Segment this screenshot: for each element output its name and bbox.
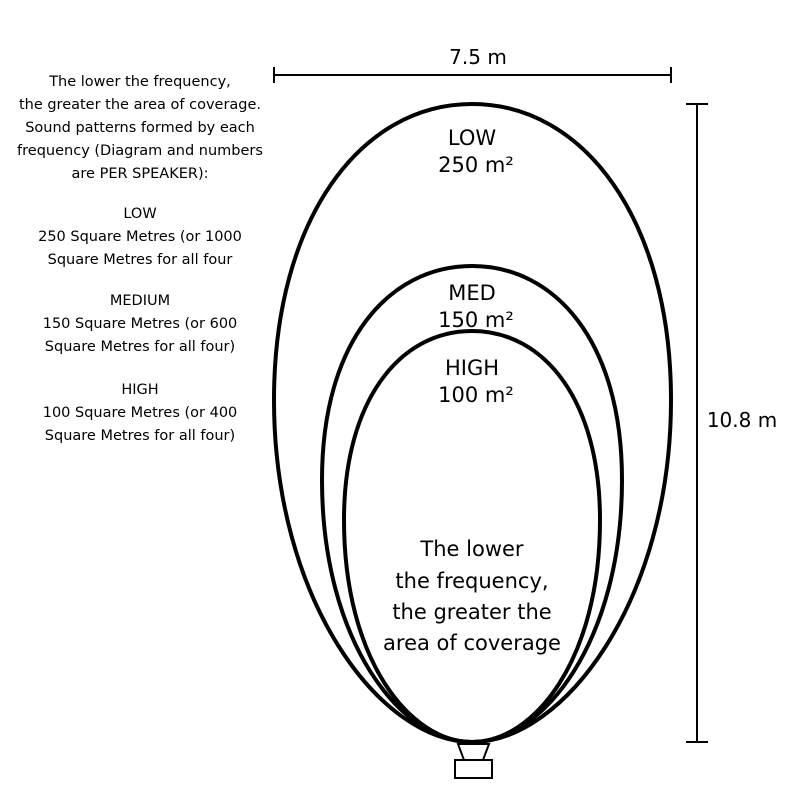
intro-line: The lower the frequency, (48, 74, 231, 90)
intro-line: are PER SPEAKER): (72, 166, 209, 182)
high-label: HIGH (445, 356, 499, 380)
intro-line: frequency (Diagram and numbers (17, 143, 263, 159)
med-label: MED (448, 281, 496, 305)
low-area: 250 m² (438, 153, 514, 177)
center-line: The lower (419, 537, 524, 561)
band-medium-line: 150 Square Metres (or 600 (43, 316, 238, 332)
med-coverage-shape (319, 263, 625, 745)
band-high-title: HIGH (121, 382, 158, 398)
high-area: 100 m² (438, 383, 514, 407)
band-medium-title: MEDIUM (110, 293, 170, 309)
height-label: 10.8 m (707, 408, 777, 432)
high-coverage-shape (341, 328, 603, 745)
speaker-icon (454, 743, 493, 779)
center-line: area of coverage (383, 631, 561, 655)
intro-text: The lower the frequency, the greater the… (17, 74, 263, 444)
height-dimension: 10.8 m (686, 103, 777, 743)
intro-line: Sound patterns formed by each (25, 120, 255, 136)
band-low-line: 250 Square Metres (or 1000 (38, 229, 242, 245)
center-line: the greater the (392, 600, 551, 624)
low-coverage-shape (271, 101, 674, 745)
center-line: the frequency, (395, 569, 548, 593)
intro-line: the greater the area of coverage. (19, 97, 261, 113)
center-text: The lower the frequency, the greater the… (383, 537, 561, 655)
band-high-line: Square Metres for all four) (45, 428, 235, 444)
width-label: 7.5 m (449, 45, 507, 69)
band-low-line: Square Metres for all four (48, 252, 233, 268)
width-dimension: 7.5 m (273, 45, 672, 83)
band-low-title: LOW (123, 206, 156, 222)
band-medium-line: Square Metres for all four) (45, 339, 235, 355)
low-label: LOW (448, 126, 496, 150)
med-area: 150 m² (438, 308, 514, 332)
band-high-line: 100 Square Metres (or 400 (43, 405, 238, 421)
